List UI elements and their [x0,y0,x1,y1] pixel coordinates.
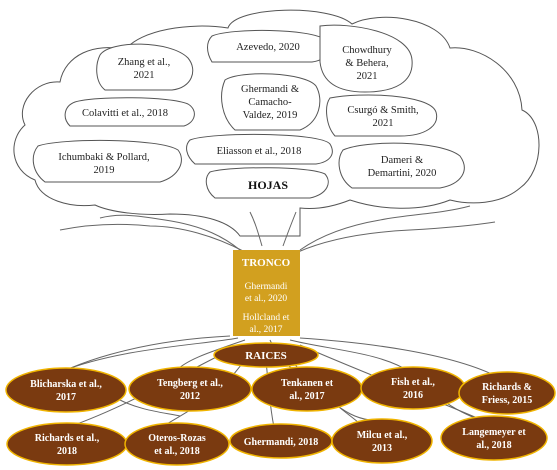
root-labels: Blicharska et al.,2017 Tengberg et al.,2… [30,377,532,457]
root-richards-friess [458,371,556,415]
root-fish [360,366,466,410]
leaf-shape-1 [96,43,194,91]
root-label-blicharska: Blicharska et al.,2017 [30,379,102,403]
root-label-ghermandi-2018: Ghermandi, 2018 [244,437,318,448]
leaf-shape-7 [32,139,182,183]
root-oteros [124,422,230,466]
leaf-shape-6 [326,94,438,137]
branches [59,205,496,253]
tronco-label: TRONCO [242,257,291,269]
leaf-colavitti: Colavitti et al., 2018 [82,108,168,119]
trunk-box [233,250,300,336]
leaf-eliasson: Eliasson et al., 2018 [217,146,302,157]
root-langemeyer [440,415,548,461]
leaf-labels: Zhang et al.,2021 Azevedo, 2020 Chowdhur… [58,42,436,192]
leaf-shape-9 [338,142,465,189]
root-label-milcu: Milcu et al.,2013 [357,430,408,454]
leaf-ghermandi-camacho: Ghermandi &Camacho-Valdez, 2019 [241,84,299,121]
leaf-shape-4 [64,97,195,127]
leaf-ichumbaki: Ichumbaki & Pollard,2019 [58,152,149,176]
leaf-shape-3 [319,24,413,93]
leaf-group [32,24,465,199]
leaf-shape-hojas [205,167,329,199]
raices-label: RAICES [245,350,287,362]
root-label-richards-friess: Richards &Friess, 2015 [482,382,533,406]
root-richards [6,422,128,466]
leaf-azevedo: Azevedo, 2020 [236,42,300,53]
root-blicharska [5,367,127,413]
raices-ellipse [213,342,319,368]
root-tenkanen [251,366,363,412]
root-ellipses [5,366,556,466]
leaf-chowdhury: Chowdhury& Behera,2021 [342,45,392,82]
root-label-fish: Fish et al.,2016 [391,377,435,401]
root-label-tengberg: Tengberg et al.,2012 [157,378,223,402]
root-label-richards: Richards et al.,2018 [35,433,100,457]
leaf-zhang: Zhang et al.,2021 [118,57,170,81]
leaf-shape-5 [221,73,321,131]
hojas-label: HOJAS [248,178,288,192]
leaf-csurgo: Csurgó & Smith,2021 [347,105,418,129]
root-milcu [331,418,433,464]
leaf-dameri: Dameri &Demartini, 2020 [368,155,437,179]
root-tengberg [128,366,252,412]
leaf-shape-8 [186,133,333,165]
